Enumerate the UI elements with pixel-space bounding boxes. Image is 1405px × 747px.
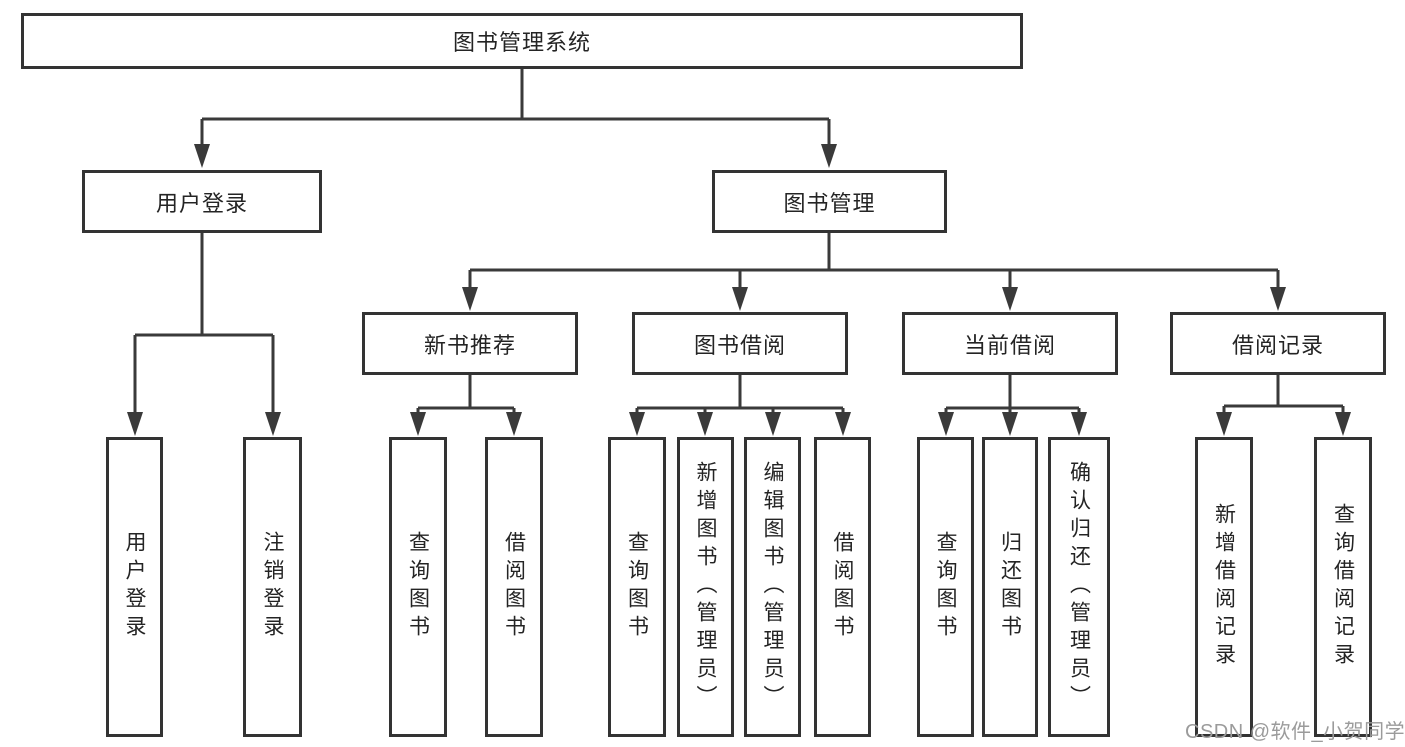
node-leaf-query-books-1: 查询图书 — [389, 437, 447, 737]
node-leaf-confirm-return-admin: 确认归还（管理员） — [1048, 437, 1110, 737]
arrowheads — [127, 144, 1351, 436]
node-new-book-recommend: 新书推荐 — [362, 312, 578, 375]
node-borrowing-records: 借阅记录 — [1170, 312, 1386, 375]
connector-borrowing-records-children — [1222, 375, 1345, 413]
node-book-management: 图书管理 — [712, 170, 947, 233]
node-leaf-add-borrow-record: 新增借阅记录 — [1195, 437, 1253, 737]
connector-book-mgmt-children — [468, 233, 1280, 289]
node-book-borrowing: 图书借阅 — [632, 312, 848, 375]
node-leaf-query-books-2: 查询图书 — [608, 437, 666, 737]
node-leaf-borrow-books-2: 借阅图书 — [814, 437, 871, 737]
node-leaf-borrow-books-1: 借阅图书 — [485, 437, 543, 737]
node-user-login: 用户登录 — [82, 170, 322, 233]
node-leaf-edit-books-admin: 编辑图书（管理员） — [744, 437, 801, 737]
node-leaf-logout: 注销登录 — [243, 437, 302, 737]
node-leaf-add-books-admin: 新增图书（管理员） — [677, 437, 734, 737]
connector-new-rec-children — [416, 375, 516, 413]
connector-user-login-children — [133, 233, 275, 415]
node-leaf-return-books: 归还图书 — [982, 437, 1038, 737]
csdn-watermark: CSDN @软件_小贺同学 — [1185, 721, 1405, 743]
connector-book-borrowing-children — [635, 375, 845, 413]
node-current-borrowing: 当前借阅 — [902, 312, 1118, 375]
node-leaf-query-books-3: 查询图书 — [917, 437, 974, 737]
connector-current-borrowing-children — [944, 375, 1081, 413]
node-leaf-query-borrow-record: 查询借阅记录 — [1314, 437, 1372, 737]
node-leaf-user-login: 用户登录 — [106, 437, 163, 737]
connector-root-to-level2 — [200, 69, 831, 146]
node-root: 图书管理系统 — [21, 13, 1023, 69]
